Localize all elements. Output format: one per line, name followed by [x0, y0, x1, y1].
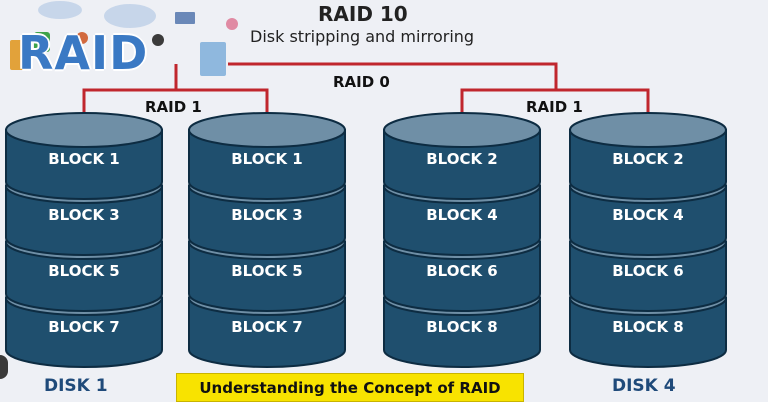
- disk-segment: [5, 297, 163, 368]
- diagram-title: RAID 10: [318, 2, 408, 26]
- logo-illustration: [10, 1, 238, 76]
- block-label: BLOCK 1: [231, 150, 303, 168]
- diagram-subtitle: Disk stripping and mirroring: [250, 27, 475, 46]
- disk-segment: [383, 241, 541, 312]
- disk-segment: [188, 297, 346, 368]
- block-label: BLOCK 8: [426, 318, 498, 336]
- server-rack-icon: [200, 42, 226, 76]
- block-label: BLOCK 6: [426, 262, 498, 280]
- hourglass-icon: [10, 40, 24, 70]
- disk-4-label: DISK 4: [612, 376, 676, 396]
- disk-1-label: DISK 1: [44, 376, 108, 396]
- block-label: BLOCK 5: [48, 262, 120, 280]
- cloud-icon: [104, 4, 156, 28]
- disk-segment-top: [383, 112, 541, 148]
- disk-segment: [383, 129, 541, 200]
- block-label: BLOCK 3: [231, 206, 303, 224]
- raid-logo: RAID: [18, 26, 149, 80]
- person-icon: [76, 32, 88, 44]
- block-label: BLOCK 2: [612, 150, 684, 168]
- disk-segment-top: [569, 112, 727, 148]
- disk-segment: [5, 185, 163, 256]
- block-label: BLOCK 7: [231, 318, 303, 336]
- caption-banner: Understanding the Concept of RAID: [176, 373, 524, 402]
- disk-segment-top: [188, 112, 346, 148]
- disk-segment: [188, 241, 346, 312]
- disk-stack-3: BLOCK 8 BLOCK 6 BLOCK 4 BLOCK 2: [383, 112, 541, 368]
- disk-segment: [188, 129, 346, 200]
- disk-segment: [569, 185, 727, 256]
- block-label: BLOCK 6: [612, 262, 684, 280]
- block-label: BLOCK 5: [231, 262, 303, 280]
- disk-segment: [383, 297, 541, 368]
- disk-segment: [5, 241, 163, 312]
- disk-segment: [569, 241, 727, 312]
- raid1-right-label: RAID 1: [526, 98, 583, 116]
- raid0-connector: [228, 62, 558, 90]
- person-icon: [226, 18, 238, 30]
- disk-stack-4: BLOCK 8 BLOCK 6 BLOCK 4 BLOCK 2: [569, 112, 727, 368]
- disk-segment: [383, 185, 541, 256]
- scroll-arrow-icon[interactable]: [0, 355, 8, 379]
- block-label: BLOCK 8: [612, 318, 684, 336]
- block-label: BLOCK 1: [48, 150, 120, 168]
- disk-segment: [569, 297, 727, 368]
- block-label: BLOCK 3: [48, 206, 120, 224]
- block-label: BLOCK 7: [48, 318, 120, 336]
- block-label: BLOCK 4: [612, 206, 684, 224]
- raid0-label: RAID 0: [333, 73, 390, 91]
- disk-stack-2: BLOCK 7 BLOCK 5 BLOCK 3 BLOCK 1: [188, 112, 346, 368]
- disk-segment: [188, 185, 346, 256]
- disk-segment: [5, 129, 163, 200]
- disk-segment: [569, 129, 727, 200]
- disk-segment-top: [5, 112, 163, 148]
- raid1-left-label: RAID 1: [145, 98, 202, 116]
- laptop-icon: [175, 12, 195, 24]
- block-label: BLOCK 4: [426, 206, 498, 224]
- person-icon: [152, 34, 164, 46]
- disk-stack-1: BLOCK 7 BLOCK 5 BLOCK 3 BLOCK 1: [5, 112, 163, 368]
- block-label: BLOCK 2: [426, 150, 498, 168]
- cloud-icon: [38, 1, 82, 19]
- shield-icon: [34, 32, 50, 52]
